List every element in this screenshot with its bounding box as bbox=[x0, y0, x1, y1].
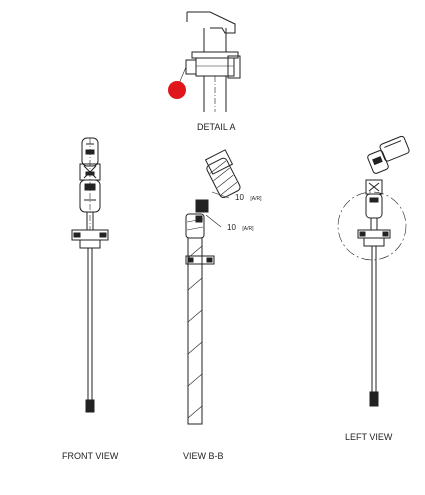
front-view bbox=[71, 137, 109, 413]
view-bb bbox=[185, 149, 241, 425]
left-view-label: LEFT VIEW bbox=[345, 432, 393, 442]
detail-a-view bbox=[168, 11, 241, 112]
callout-upper: 10 [A/R] bbox=[235, 187, 262, 204]
callout-upper-suffix: [A/R] bbox=[250, 196, 262, 202]
callout-lower: 10 [A/R] bbox=[227, 217, 254, 234]
detail-a-label: DETAIL A bbox=[197, 122, 236, 132]
detail-marker-dot bbox=[168, 81, 186, 99]
callout-lower-number: 10 bbox=[227, 223, 236, 232]
callout-upper-number: 10 bbox=[235, 193, 244, 202]
front-view-label: FRONT VIEW bbox=[62, 451, 119, 461]
view-bb-label: VIEW B-B bbox=[183, 451, 224, 461]
callout-lower-suffix: [A/R] bbox=[242, 226, 254, 232]
left-view bbox=[337, 135, 410, 407]
